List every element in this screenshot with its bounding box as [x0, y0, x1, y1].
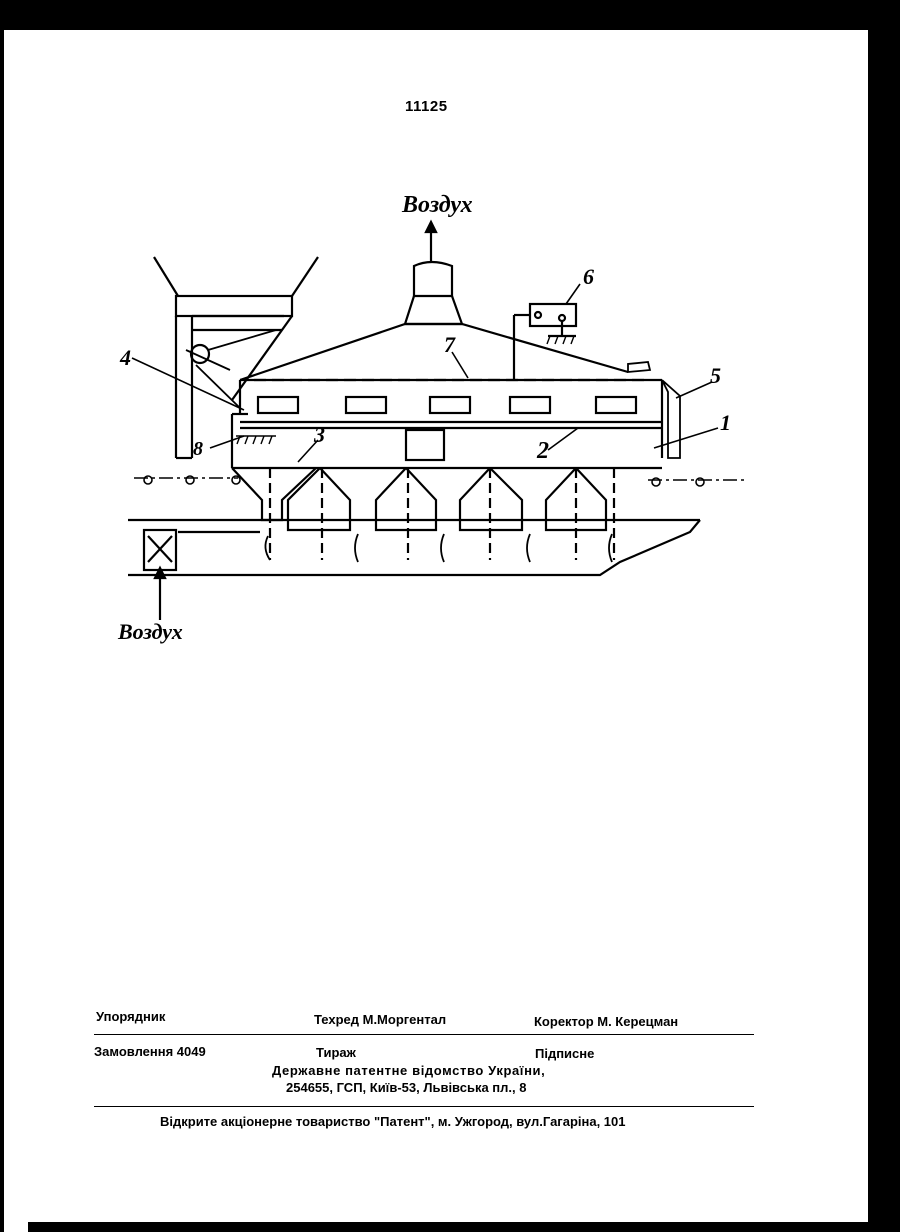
footer-rule-top [94, 1034, 754, 1035]
footer-office-line1: Державне патентне відомство України, [272, 1063, 545, 1078]
footer-subscription: Підписне [535, 1046, 594, 1061]
ref-number-7: 7 [444, 332, 455, 358]
leader-lines [132, 284, 718, 462]
rail-track [134, 476, 744, 486]
air-inlet-label: Воздух [118, 619, 183, 645]
scan-border-bottom [28, 1222, 900, 1232]
footer-techred: Техред М.Моргентал [314, 1012, 446, 1027]
air-outlet-label: Воздух [402, 192, 473, 219]
footer-order: Замовлення 4049 [94, 1044, 206, 1059]
dryer-chamber [232, 324, 680, 468]
exhaust-outlet [405, 222, 462, 324]
footer-publisher: Відкрите акціонерне товариство "Патент",… [160, 1114, 626, 1129]
hatching-6 [547, 336, 574, 344]
ref-number-5: 5 [710, 363, 721, 389]
bottom-hoppers [232, 468, 614, 560]
footer-rule-bottom [94, 1106, 754, 1107]
footer-corrector: Коректор М. Керецман [534, 1014, 678, 1029]
footer-office-line2: 254655, ГСП, Київ-53, Львівська пл., 8 [286, 1080, 526, 1095]
ref-number-6: 6 [583, 264, 594, 290]
footer-compiler: Упорядник [96, 1009, 165, 1024]
ref-number-4: 4 [120, 345, 131, 371]
ref-number-8: 8 [193, 438, 203, 461]
air-flow-arrows [265, 534, 612, 562]
ref-number-3: 3 [314, 422, 325, 448]
footer-circulation: Тираж [316, 1045, 356, 1060]
ref-number-1: 1 [720, 410, 731, 436]
ref-number-2: 2 [537, 438, 549, 465]
